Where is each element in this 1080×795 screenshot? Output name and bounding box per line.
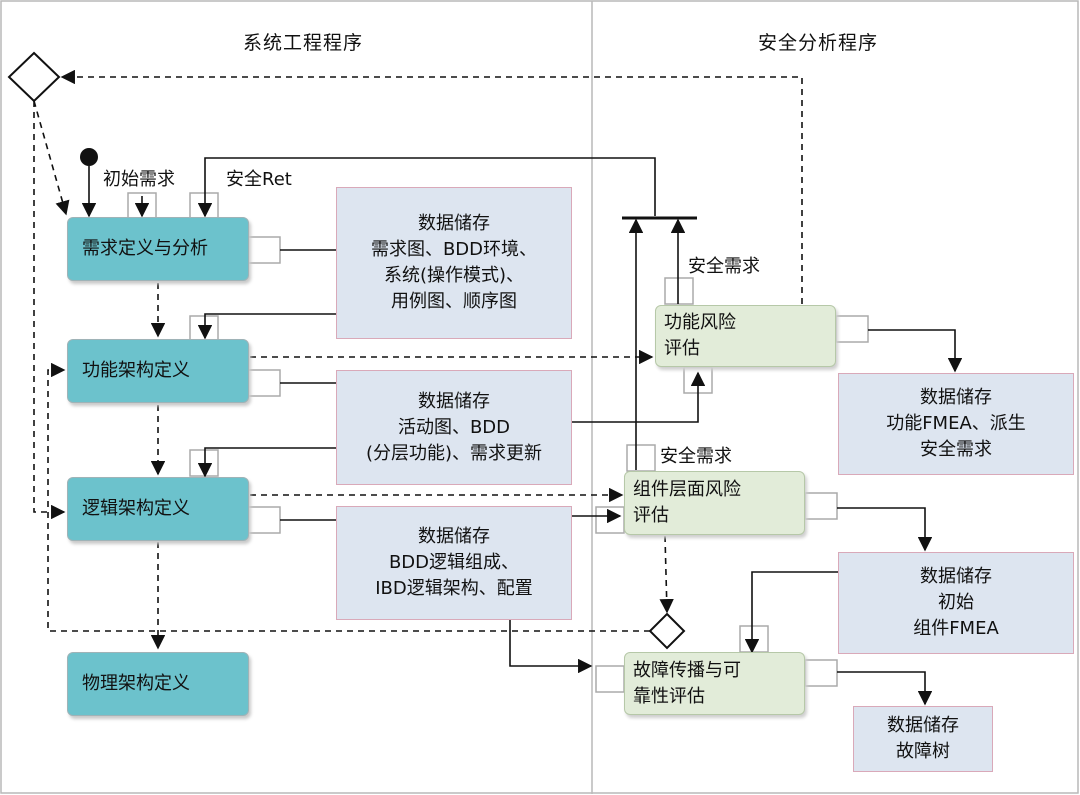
data-store-logical: 数据储存 BDD逻辑组成、 IBD逻辑架构、配置 (336, 506, 572, 620)
data-store-requirements: 数据储存 需求图、BDD环境、 系统(操作模式)、 用例图、顺序图 (336, 187, 572, 339)
store-line: 初始 (938, 592, 974, 613)
data-store-functional-fmea: 数据储存 功能FMEA、派生 安全需求 (838, 373, 1074, 475)
store-line: 用例图、顺序图 (391, 291, 517, 312)
data-store-component-fmea: 数据储存 初始 组件FMEA (838, 552, 1074, 654)
data-store-functional: 数据储存 活动图、BDD (分层功能)、需求更新 (336, 370, 572, 485)
store-line: 数据储存 (920, 566, 992, 587)
store-line: 故障树 (896, 741, 950, 762)
initial-node (80, 148, 98, 166)
store-line: 数据储存 (418, 526, 490, 547)
label-safety-ret: 安全Ret (226, 169, 292, 190)
store-line: 系统(操作模式)、 (383, 265, 525, 286)
label-safety-requirements-upper: 安全需求 (688, 256, 760, 277)
dashed-connectors (33, 69, 803, 650)
safety-fault-propagation-assessment[interactable]: 故障传播与可 靠性评估 (624, 652, 805, 715)
process-physical-architecture-label: 物理架构定义 (82, 673, 190, 694)
safety-box-line: 功能风险 (664, 312, 736, 333)
safety-box-line: 故障传播与可 (633, 659, 741, 681)
safety-box-line: 靠性评估 (633, 685, 705, 707)
process-logical-architecture[interactable]: 逻辑架构定义 (67, 477, 249, 541)
safety-component-risk-assessment[interactable]: 组件层面风险 评估 (624, 471, 805, 535)
store-line: IBD逻辑架构、配置 (375, 578, 533, 599)
decision-diamond-bottom (648, 612, 686, 650)
decision-diamond-top (7, 51, 61, 103)
solid-connectors (81, 157, 963, 706)
safety-functional-risk-assessment[interactable]: 功能风险 评估 (655, 305, 836, 367)
lane-title-safety-analysis: 安全分析程序 (758, 32, 879, 54)
label-initial-requirements: 初始需求 (103, 169, 175, 190)
store-line: 需求图、BDD环境、 (370, 239, 538, 260)
label-safety-requirements-lower: 安全需求 (660, 446, 732, 467)
process-physical-architecture[interactable]: 物理架构定义 (67, 652, 249, 716)
store-line: 数据储存 (920, 387, 992, 408)
process-functional-architecture[interactable]: 功能架构定义 (67, 339, 249, 403)
store-line: 功能FMEA、派生 (886, 413, 1026, 434)
process-logical-architecture-label: 逻辑架构定义 (82, 498, 190, 519)
safety-box-line: 组件层面风险 (633, 479, 741, 500)
process-functional-architecture-label: 功能架构定义 (82, 360, 190, 381)
store-line: 安全需求 (920, 439, 992, 460)
store-line: BDD逻辑组成、 (388, 552, 520, 573)
store-line: 数据储存 (418, 213, 490, 234)
safety-box-line: 评估 (664, 338, 700, 359)
store-line: 活动图、BDD (397, 416, 511, 438)
process-requirements-label: 需求定义与分析 (82, 238, 208, 259)
store-line: 组件FMEA (913, 618, 999, 639)
store-line: 数据储存 (418, 390, 490, 412)
store-line: 数据储存 (887, 715, 959, 736)
lane-title-systems-engineering: 系统工程程序 (243, 32, 364, 54)
process-requirements-definition[interactable]: 需求定义与分析 (67, 217, 249, 281)
safety-box-line: 评估 (633, 505, 669, 526)
data-store-fault-tree: 数据储存 故障树 (853, 706, 993, 772)
store-line: (分层功能)、需求更新 (365, 442, 543, 464)
